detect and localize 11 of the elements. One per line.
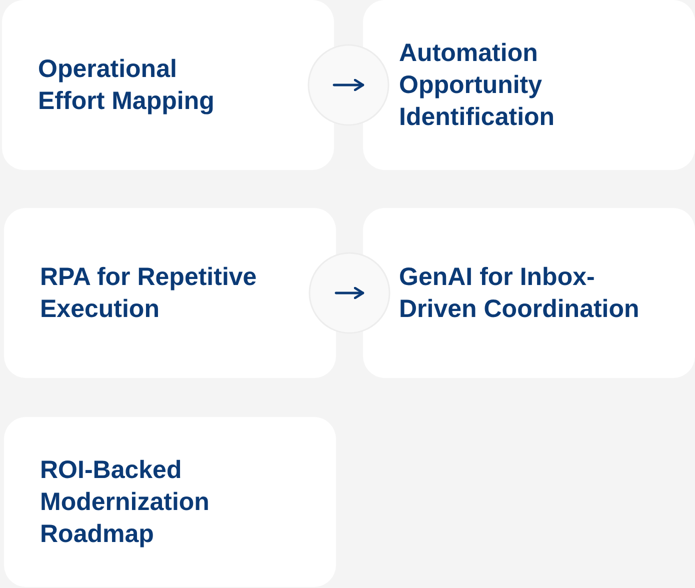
step-card [2,0,334,170]
step-title: Operational Effort Mapping [38,54,216,117]
step-title: Automation Opportunity Identification [399,38,556,133]
step-title: ROI-Backed Modernization Roadmap [40,455,210,550]
arrow [334,286,364,300]
step-card [363,0,695,170]
step-card [363,208,695,378]
step-card [4,208,336,378]
step-title: RPA for Repetitive Execution [40,262,258,325]
step-title: GenAI for Inbox-Driven Coordination [399,262,640,325]
arrow [332,78,364,92]
